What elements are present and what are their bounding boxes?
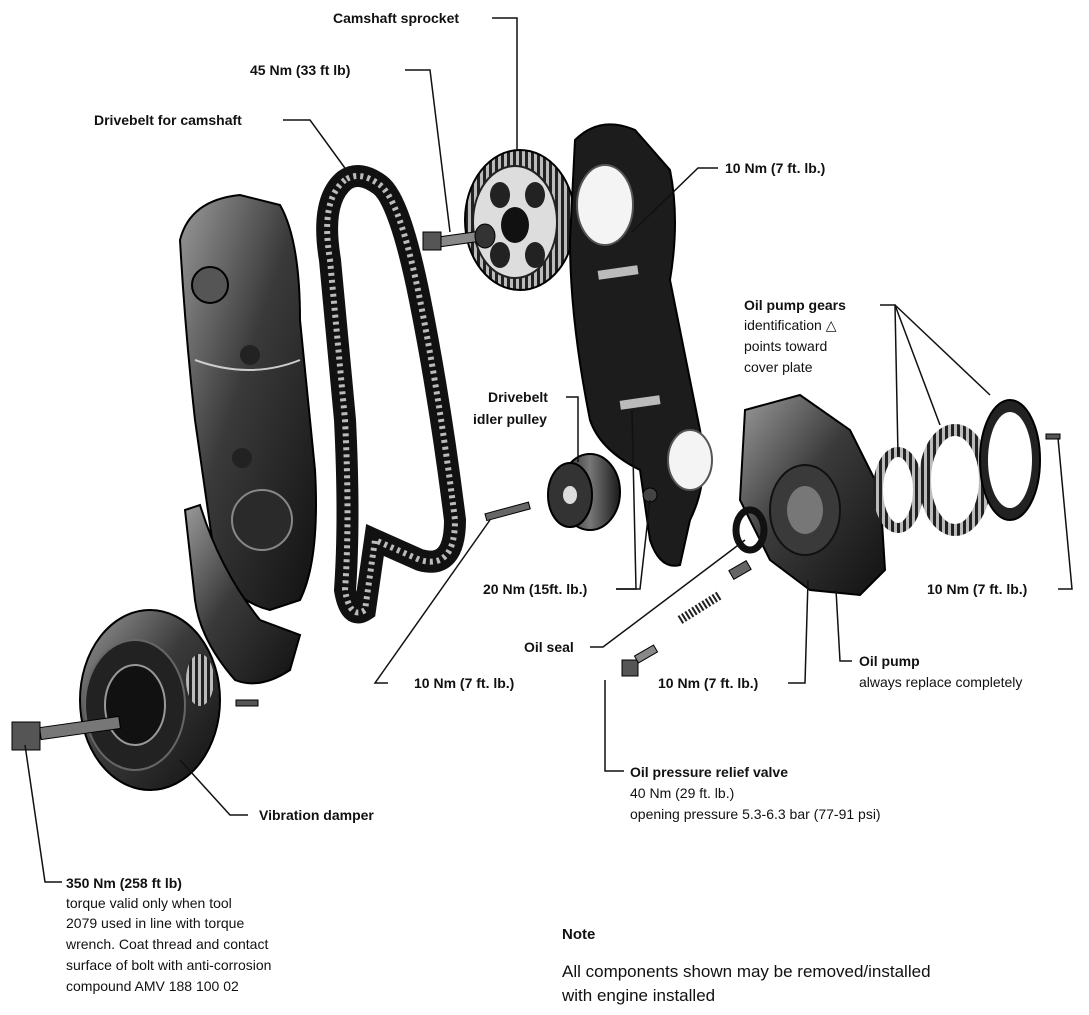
small-bolts (235, 433, 1061, 707)
oil-pump-housing (738, 393, 887, 597)
oil-pump-gears (873, 399, 1041, 536)
lower-cover (183, 503, 302, 685)
relief-valve-parts (621, 559, 752, 677)
damper-note-line-2: 2079 used in line with torque (66, 915, 245, 931)
note-body: All components shown may be removed/inst… (562, 960, 1062, 1008)
relief-valve-pressure: opening pressure 5.3-6.3 bar (77-91 psi) (630, 806, 881, 822)
leader-lines (24, 17, 1073, 883)
oil-pump-gears-label: Oil pump gears (744, 297, 846, 313)
damper-note-line-1: torque valid only when tool (66, 895, 232, 911)
damper-note-line-5: compound AMV 188 100 02 (66, 978, 239, 994)
timing-belt-cover (178, 193, 317, 612)
note-title: Note (562, 926, 596, 943)
oil-seal-label: Oil seal (524, 639, 574, 655)
vibration-damper (79, 609, 221, 791)
relief-valve-label: Oil pressure relief valve (630, 764, 788, 780)
drivebelt-label: Drivebelt for camshaft (94, 112, 242, 128)
note-body-line-1: All components shown may be removed/inst… (562, 962, 931, 981)
drivebelt-idler-pulley (547, 453, 621, 531)
cover-plate-torque-label: 10 Nm (7 ft. lb.) (927, 581, 1028, 597)
idler-pulley-label-line-2: idler pulley (473, 411, 547, 427)
damper-note-line-3: wrench. Coat thread and contact (66, 936, 269, 952)
camshaft-sprocket-label: Camshaft sprocket (333, 10, 460, 26)
stud-torque-label: 10 Nm (7 ft. lb.) (414, 675, 515, 691)
gears-note-line-2: points toward (744, 338, 828, 354)
idler-bolt-torque-label: 20 Nm (15ft. lb.) (483, 581, 588, 597)
damper-bolt (11, 715, 122, 751)
damper-bolt-torque-label: 350 Nm (258 ft lb) (66, 875, 182, 891)
camshaft-sprocket (464, 149, 576, 291)
oil-pump-note: always replace completely (859, 674, 1023, 690)
sprocket-bolt-torque-label: 45 Nm (33 ft lb) (250, 62, 351, 78)
oil-seal (732, 506, 768, 554)
pump-bolt-torque-label: 10 Nm (7 ft. lb.) (658, 675, 759, 691)
sprocket-bolt (422, 223, 496, 251)
vibration-damper-label: Vibration damper (259, 807, 374, 823)
cover-bolt-torque-label: 10 Nm (7 ft. lb.) (725, 160, 826, 176)
note-body-line-2: with engine installed (562, 986, 716, 1005)
rear-timing-cover (568, 123, 713, 567)
gears-note-line-3: cover plate (744, 359, 813, 375)
idler-pulley-label-line-1: Drivebelt (488, 389, 548, 405)
relief-valve-torque: 40 Nm (29 ft. lb.) (630, 785, 735, 801)
oil-pump-label: Oil pump (859, 653, 920, 669)
camshaft-drivebelt (316, 165, 467, 624)
damper-note-line-4: surface of bolt with anti-corrosion (66, 957, 272, 973)
gears-note-line-1: identification △ (744, 317, 837, 333)
